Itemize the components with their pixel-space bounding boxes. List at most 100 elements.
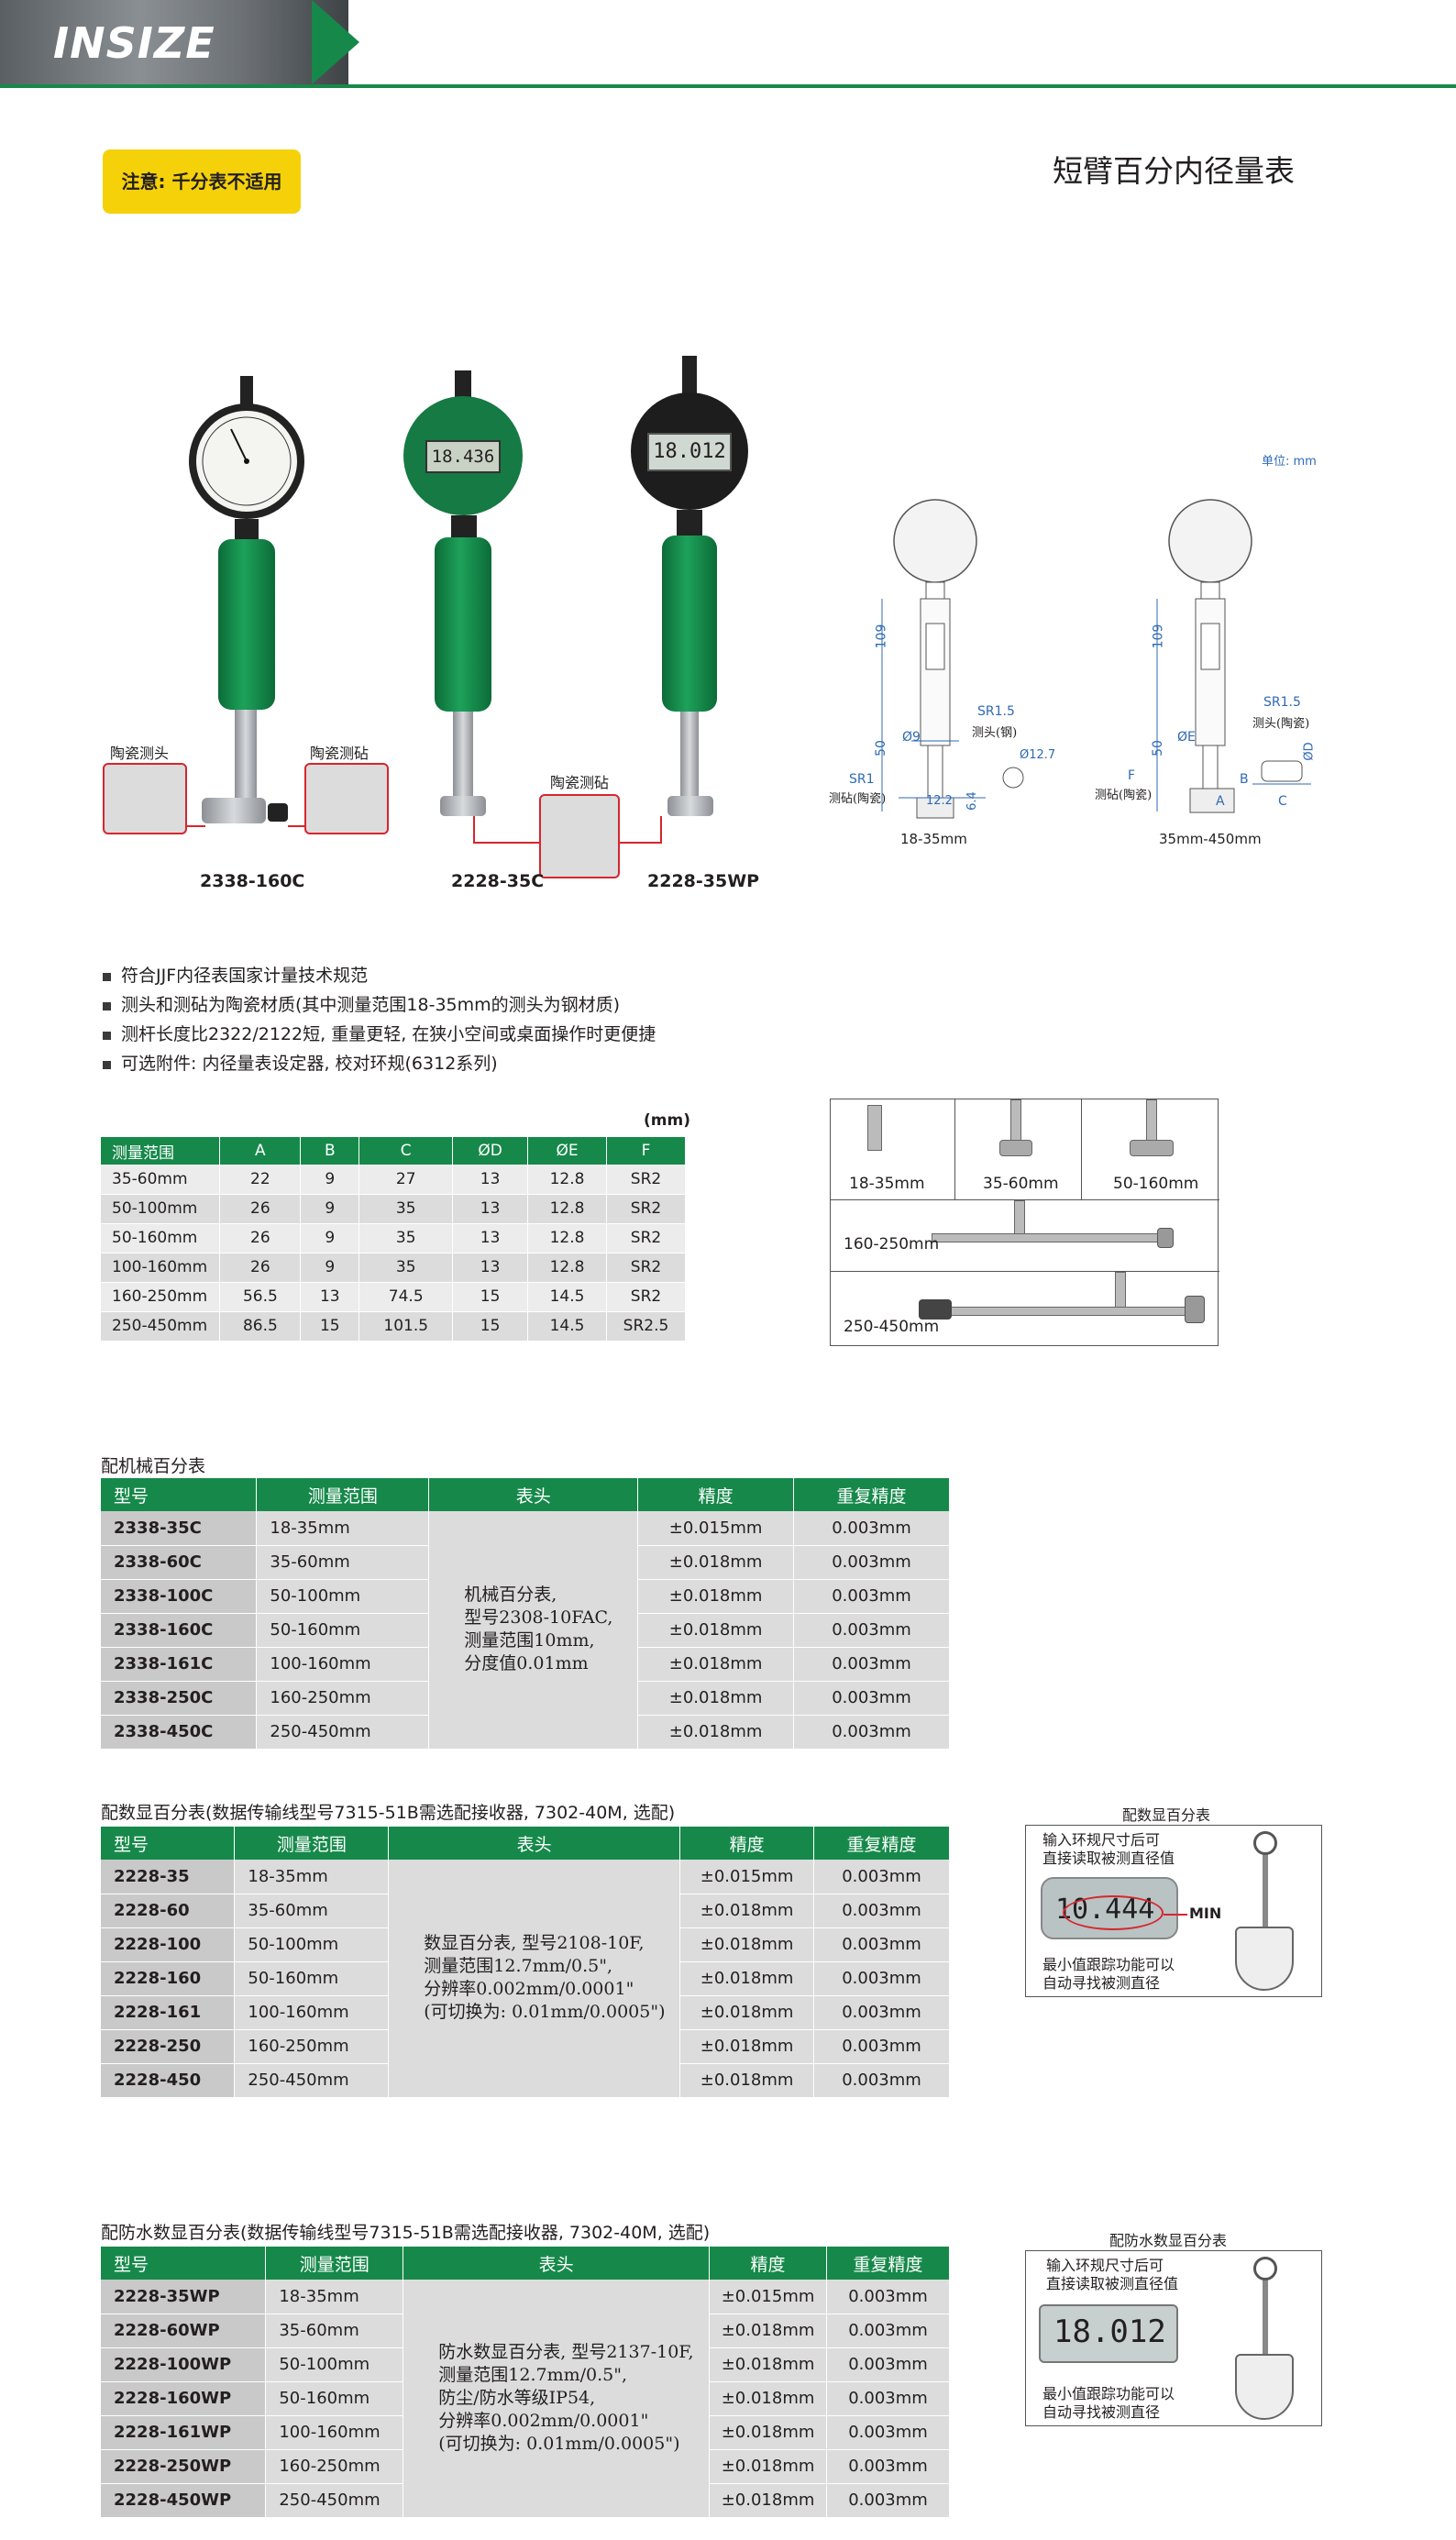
repeatability-cell: 0.003mm bbox=[813, 1860, 950, 1894]
repeatability-cell: 0.003mm bbox=[826, 2415, 950, 2450]
callout-line bbox=[620, 842, 662, 844]
lcd-display: 18.012 bbox=[647, 433, 732, 471]
note-anvil-ceramic: 测砧(陶瓷) bbox=[829, 792, 887, 806]
range-label: 50-160mm bbox=[1113, 1175, 1199, 1193]
accuracy-cell: ±0.018mm bbox=[709, 2449, 828, 2484]
model-cell: 2228-160WP bbox=[101, 2381, 267, 2416]
accuracy-cell: ±0.018mm bbox=[709, 2415, 828, 2450]
model-cell: 2338-35C bbox=[101, 1511, 258, 1546]
dim-109: 109 bbox=[1151, 624, 1166, 649]
model-cell: 2338-250C bbox=[101, 1681, 258, 1716]
table-cell: 15 bbox=[300, 1311, 360, 1342]
range-cell: 35-60mm bbox=[955, 1099, 1082, 1200]
model-cell: 2228-100 bbox=[101, 1927, 236, 1962]
dim-phie: ØE bbox=[1177, 730, 1196, 745]
table-cell: 35-60mm bbox=[101, 1165, 221, 1195]
shaft bbox=[453, 712, 473, 800]
indicator-spec-line: 防水数显百分表, 型号2137-10F, bbox=[438, 2341, 694, 2362]
header-stripe-left bbox=[0, 84, 348, 88]
col-header: 测量范围 bbox=[256, 1478, 430, 1511]
range-cell: 100-160mm bbox=[256, 1647, 430, 1682]
repeatability-cell: 0.003mm bbox=[813, 2063, 950, 2098]
indicator-spec-line: 型号2308-10FAC, bbox=[464, 1607, 613, 1629]
range-cell: 250-450mm bbox=[234, 2063, 390, 2098]
note-probe-steel: 测头(钢) bbox=[972, 726, 1018, 740]
probe-head bbox=[667, 796, 713, 816]
shaft bbox=[235, 710, 257, 801]
callout-line bbox=[288, 825, 304, 827]
col-header: 表头 bbox=[403, 2247, 711, 2280]
table-cell: 26 bbox=[219, 1223, 302, 1253]
callout-line bbox=[187, 825, 205, 827]
table-cell: 35 bbox=[358, 1223, 454, 1253]
range-cell: 160-250mm bbox=[265, 2449, 404, 2484]
repeatability-cell: 0.003mm bbox=[793, 1715, 950, 1750]
accuracy-cell: ±0.018mm bbox=[637, 1613, 795, 1648]
col-header: 型号 bbox=[101, 1478, 258, 1511]
col-header: ØD bbox=[452, 1137, 529, 1165]
repeatability-cell: 0.003mm bbox=[793, 1681, 950, 1716]
model-cell: 2228-450 bbox=[101, 2063, 236, 2098]
accuracy-cell: ±0.018mm bbox=[679, 2063, 815, 2098]
clamp bbox=[677, 510, 702, 537]
accuracy-cell: ±0.018mm bbox=[709, 2314, 828, 2348]
stem-cap bbox=[682, 356, 697, 398]
indicator-spec-line: 数显百分表, 型号2108-10F, bbox=[424, 1933, 645, 1954]
table-cell: 13 bbox=[452, 1194, 529, 1224]
table-header-row: 型号 测量范围 表头 精度 重复精度 bbox=[101, 1827, 950, 1860]
indicator-spec-line: (可切换为: 0.01mm/0.0005") bbox=[438, 2433, 680, 2454]
range-cell: 50-160mm bbox=[256, 1613, 430, 1648]
indicator-spec-line: 分度值0.01mm bbox=[464, 1653, 589, 1674]
model-cell: 2228-250WP bbox=[101, 2449, 267, 2484]
table-cell: SR2 bbox=[606, 1194, 686, 1224]
table-cell: 13 bbox=[452, 1253, 529, 1283]
model-label: 2228-35WP bbox=[647, 871, 760, 891]
col-header: 精度 bbox=[679, 1827, 815, 1860]
col-header: 表头 bbox=[388, 1827, 681, 1860]
table-cell: 9 bbox=[300, 1194, 360, 1224]
brand-logo: INSIZE bbox=[53, 18, 215, 68]
header-arrow bbox=[312, 0, 359, 84]
grip-handle bbox=[218, 539, 275, 710]
range-cell: 50-160mm bbox=[1082, 1099, 1219, 1200]
range-label: 18-35mm bbox=[849, 1175, 925, 1193]
repeatability-cell: 0.003mm bbox=[826, 2347, 950, 2382]
probe-knob bbox=[268, 803, 288, 822]
feature-item: 符合JJF内径表国家计量技术规范 bbox=[101, 961, 656, 990]
table-cell: 13 bbox=[452, 1165, 529, 1195]
indicator-spec-line: 防尘/防水等级IP54, bbox=[438, 2387, 596, 2408]
range-cell: 100-160mm bbox=[234, 1995, 390, 2030]
table-cell: 15 bbox=[452, 1311, 529, 1342]
indicator-spec-line: 机械百分表, bbox=[464, 1585, 557, 1606]
table-cell: 74.5 bbox=[358, 1282, 454, 1312]
side-illustration-digital: 输入环规尺寸后可 直接读取被测直径值 10.444 MIN 最小值跟踪功能可以 … bbox=[1025, 1825, 1322, 1997]
model-cell: 2338-60C bbox=[101, 1545, 258, 1580]
inset-label-ceramic-anvil: 陶瓷测砧 bbox=[550, 774, 610, 791]
side-title-waterproof: 配防水数显百分表 bbox=[1109, 2232, 1228, 2249]
header-stripe bbox=[348, 84, 1456, 88]
range-cell: 18-35mm bbox=[265, 2280, 404, 2314]
dim-a: A bbox=[1216, 794, 1225, 809]
table-cell: 9 bbox=[300, 1253, 360, 1283]
notice-badge: 注意: 千分表不适用 bbox=[103, 149, 301, 214]
dim-122: 12.2 bbox=[926, 794, 953, 808]
feature-item: 可选附件: 内径量表设定器, 校对环规(6312系列) bbox=[101, 1049, 656, 1078]
repeatability-cell: 0.003mm bbox=[813, 1894, 950, 1928]
col-header: 测量范围 bbox=[101, 1137, 221, 1165]
range-cell: 250-450mm bbox=[256, 1715, 430, 1750]
table-cell: 12.8 bbox=[527, 1165, 607, 1195]
inset-label-ceramic-anvil: 陶瓷测砧 bbox=[310, 745, 370, 762]
col-header: 型号 bbox=[101, 1827, 236, 1860]
table-header-row: 型号 测量范围 表头 精度 重复精度 bbox=[101, 2247, 950, 2280]
